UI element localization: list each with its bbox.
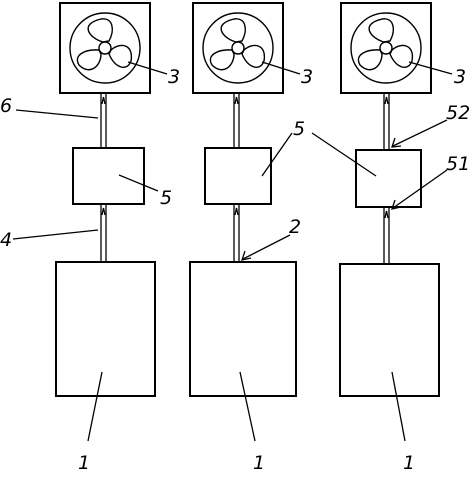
leader-lines [12,61,453,442]
leader-battery-middle [239,371,256,442]
fan-ring [202,12,274,84]
label-battery-right: 1 [403,452,415,474]
leader-module-outlet-right [392,119,448,147]
module-box-left [72,147,145,205]
column-middle [189,2,297,397]
leader-fan-right [408,61,453,75]
leader-battery-left [87,371,103,442]
label-module-left: 5 [160,187,172,209]
outlet-pipe-right [383,93,390,150]
fan-unit-middle [192,2,284,94]
label-outlet-pipe: 6 [0,95,12,117]
module-box-middle [204,147,272,205]
label-fan-middle: 3 [301,66,313,88]
fan-blades-icon [357,18,414,71]
leader-sensor-pipe-middle [242,234,291,260]
leader-module-left [118,174,159,192]
label-battery-middle: 1 [253,452,265,474]
inlet-pipe-left [100,204,107,262]
label-module-outlet: 52 [446,102,470,124]
outlet-pipe-left [100,93,107,148]
inlet-pipe-right [383,207,390,264]
column-left [55,2,156,397]
battery-box-left [55,261,156,397]
battery-box-right [339,263,440,397]
leader-fan-middle [261,61,301,75]
leader-outlet-pipe-left [15,109,99,119]
label-inlet-pipe: 4 [0,229,12,251]
leader-module-right [311,132,377,177]
module-box-right [355,149,422,208]
label-module-inlet: 51 [446,153,470,175]
fan-unit-left [59,2,151,94]
leader-module-middle [261,132,293,177]
label-fan-left: 3 [168,66,180,88]
arrowhead-51 [391,199,402,210]
labels: 3 3 3 6 5 4 5 2 52 51 1 1 1 [0,66,470,474]
label-sensor-pipe: 2 [289,216,301,238]
fan-ring [350,12,422,84]
leader-inlet-pipe-left [12,229,99,240]
sensor-pipe-middle [233,204,240,262]
leader-fan-left [127,61,168,75]
fan-unit-right [340,2,432,94]
fan-blades-icon [76,18,133,71]
column-right [339,2,440,397]
fan-ring [69,12,141,84]
label-battery-left: 1 [78,452,90,474]
outlet-pipe-middle [233,93,240,148]
label-fan-right: 3 [454,66,466,88]
label-module-shared: 5 [293,118,305,140]
arrowhead-52 [391,137,402,148]
battery-box-middle [189,261,297,397]
fan-blades-icon [209,18,266,71]
leader-battery-right [391,371,406,442]
arrowhead-2 [241,250,252,261]
leader-module-inlet-right [392,169,448,209]
